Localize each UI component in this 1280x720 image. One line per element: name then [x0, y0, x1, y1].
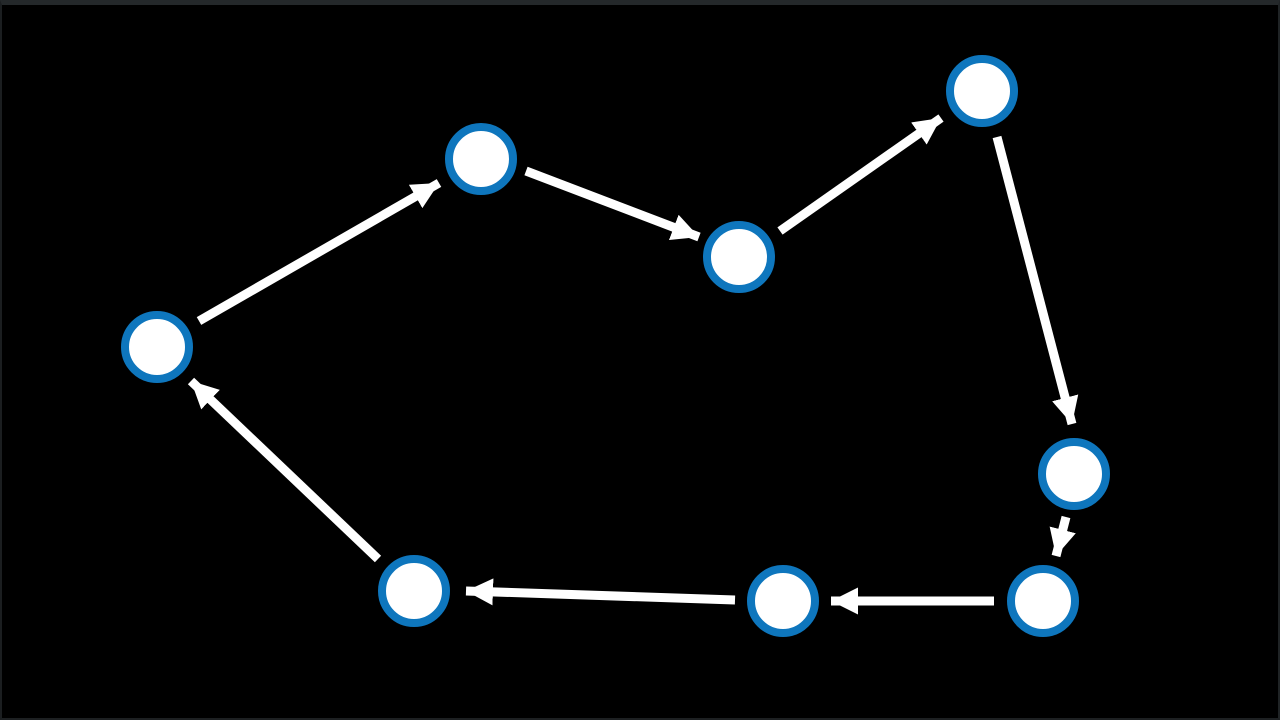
graph-node-n6 [1007, 565, 1079, 637]
edge-arrow-n5-to-n6 [1049, 515, 1076, 558]
graph-node-n2 [445, 123, 517, 195]
graph-node-n4 [121, 311, 193, 383]
edge-arrow-n8-to-n4 [187, 377, 382, 563]
edge-arrow-n3-to-n1 [777, 114, 944, 235]
edge-arrow-n1-to-n5 [992, 135, 1079, 426]
edge-arrow-n2-to-n3 [524, 166, 701, 242]
edge-arrow-n7-to-n8 [465, 578, 736, 606]
graph-node-n8 [378, 555, 450, 627]
graph-node-n5 [1038, 438, 1110, 510]
edge-arrow-n4-to-n2 [196, 179, 442, 325]
graph-node-n3 [703, 221, 775, 293]
graph-node-n1 [946, 55, 1018, 127]
graph-node-n7 [747, 565, 819, 637]
